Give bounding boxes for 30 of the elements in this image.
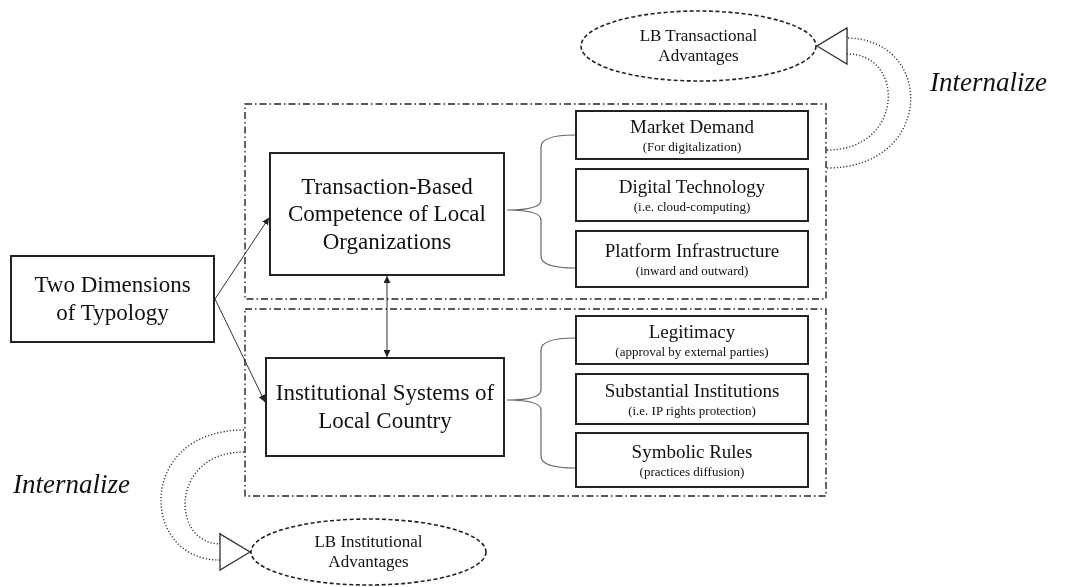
factor-title: Legitimacy — [647, 320, 737, 344]
concept-box — [269, 152, 505, 276]
arrow — [383, 275, 391, 358]
factor-title: Market Demand — [629, 115, 755, 139]
concept-label: Two Dimensions of Typology — [33, 271, 192, 327]
factor-note: (i.e. cloud-computing) — [632, 198, 752, 215]
factor-title: Substantial Institutions — [603, 379, 781, 403]
factor-title: Symbolic Rules — [630, 440, 754, 464]
factor-box — [575, 110, 809, 160]
factor-note: (inward and outward) — [634, 262, 750, 279]
factor-title: Digital Technology — [617, 175, 767, 199]
concept-label: Transaction-Based Competence of Local Organizations — [287, 172, 487, 256]
hollow-arrow — [816, 27, 912, 169]
concept-label: Institutional Systems of Local Country — [274, 379, 496, 435]
factor-note: (approval by external parties) — [614, 343, 770, 360]
concept-box — [10, 255, 215, 343]
factor-note: (practices diffusion) — [638, 463, 746, 480]
hollow-arrow — [160, 429, 251, 571]
factor-box — [575, 230, 809, 288]
concept-box — [265, 357, 505, 457]
factor-note: (For digitalization) — [641, 138, 743, 155]
factor-note: (i.e. IP rights protection) — [627, 402, 757, 419]
outcome-label: LB Transactional Advantages — [638, 25, 759, 67]
arrow — [214, 217, 270, 300]
factor-box — [575, 373, 809, 425]
outcome-label: LB Institutional Advantages — [313, 531, 424, 573]
factor-box — [575, 432, 809, 488]
factor-box — [575, 168, 809, 222]
factor-title: Platform Infrastructure — [603, 239, 781, 263]
factor-box — [575, 315, 809, 365]
